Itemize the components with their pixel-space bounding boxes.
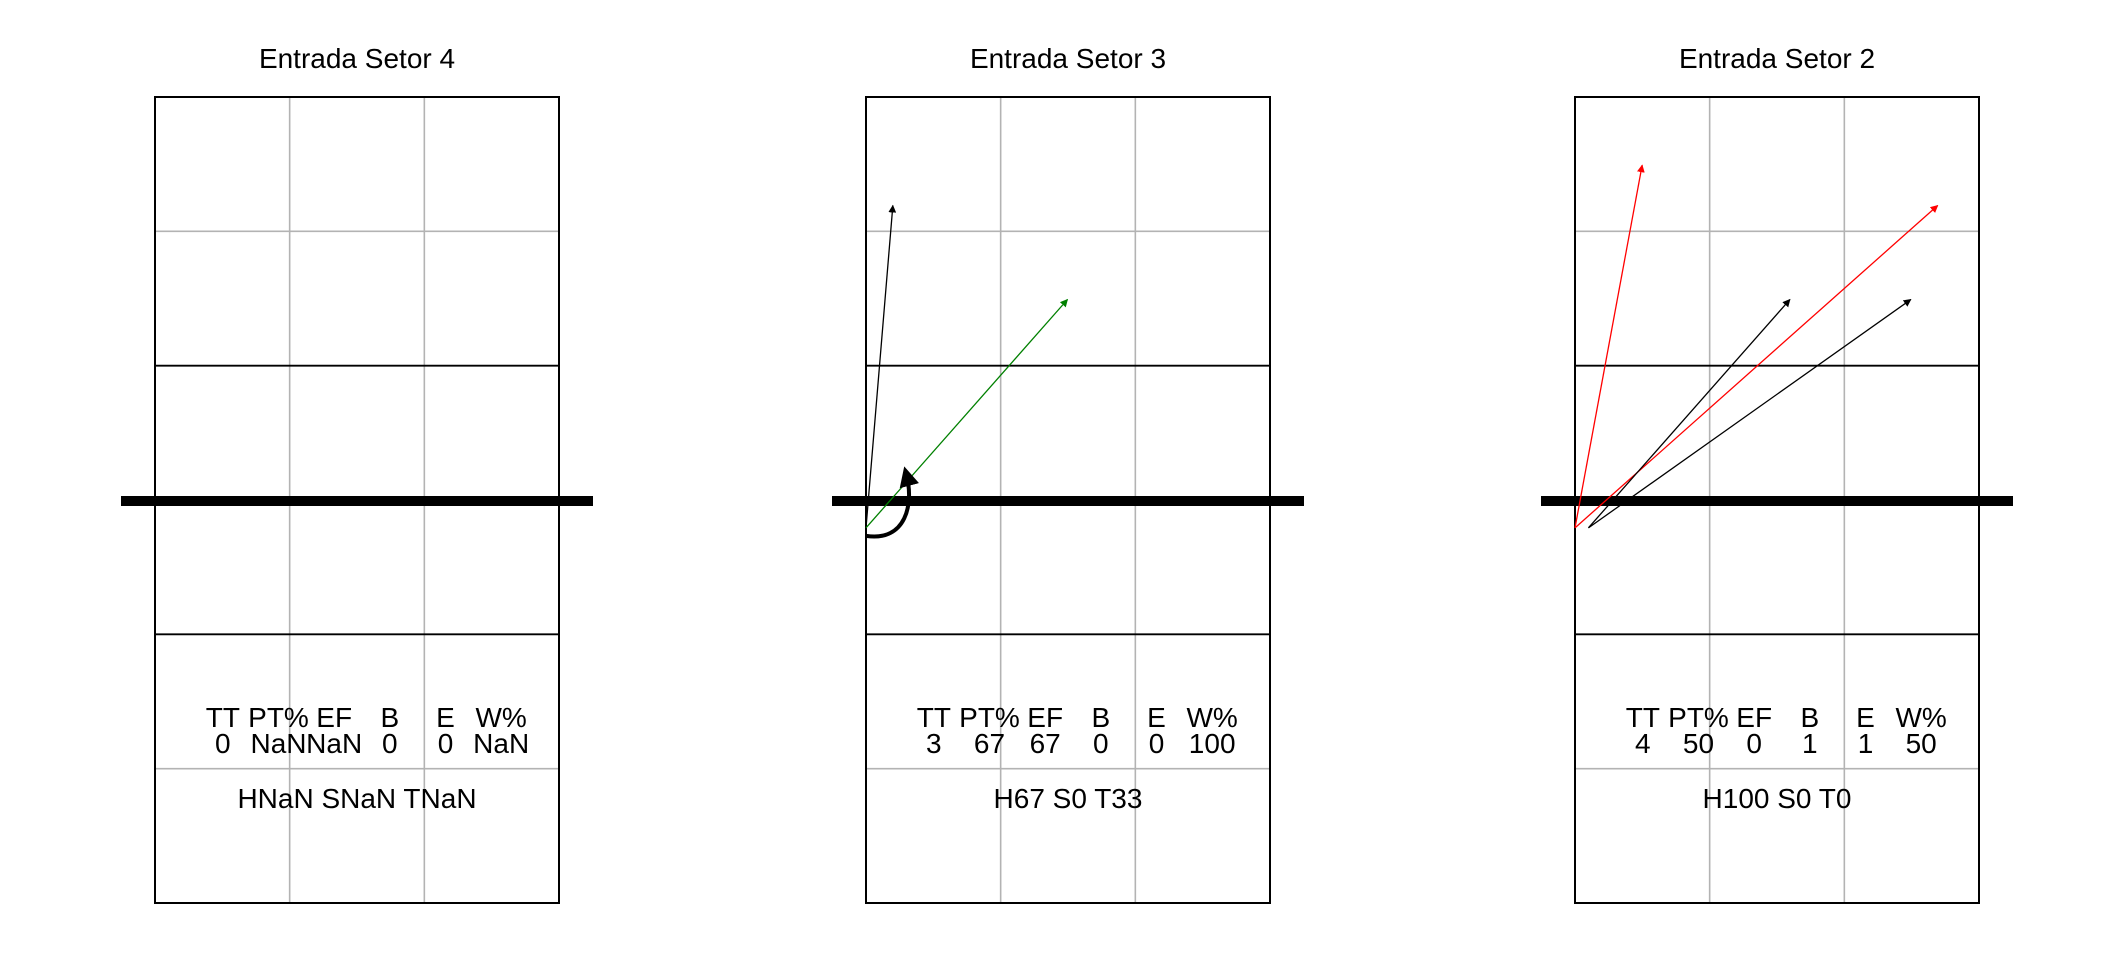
stats-value-cell: 50: [1906, 728, 1937, 759]
chart-title: Entrada Setor 2: [1679, 43, 1875, 74]
stats-value-cell: 0: [438, 728, 454, 759]
stats-value-cell: 3: [926, 728, 942, 759]
stats-header-cell: PT%: [1668, 702, 1729, 733]
stats-value-cell: 67: [974, 728, 1005, 759]
stats-value-cell: NaN: [306, 728, 362, 759]
stats-header-cell: PT%: [959, 702, 1020, 733]
stats-value-cell: 0: [215, 728, 231, 759]
stats-header-cell: E: [436, 702, 455, 733]
stats-value-cell: 4: [1635, 728, 1651, 759]
stats-value-cell: 100: [1189, 728, 1236, 759]
stats-header-cell: EF: [316, 702, 352, 733]
stats-header-cell: W%: [1187, 702, 1238, 733]
chart-title: Entrada Setor 3: [970, 43, 1166, 74]
stats-value-cell: 0: [1149, 728, 1165, 759]
stats-value-cell: NaN: [473, 728, 529, 759]
attack-arrow: [865, 298, 1069, 529]
stats-value-cell: 67: [1030, 728, 1061, 759]
stats-header-cell: E: [1147, 702, 1166, 733]
chart-title: Entrada Setor 4: [259, 43, 455, 74]
stats-header-cell: E: [1856, 702, 1875, 733]
stats-header-cell: TT: [206, 702, 240, 733]
footer-text: H67 S0 T33: [994, 783, 1143, 814]
court-panel: Entrada Setor 3 TT PT%EF B E W% 3 67 67 0 0 100H67 …: [832, 43, 1304, 904]
stats-value-cell: 0: [1746, 728, 1762, 759]
attack-arrow: [1587, 298, 1791, 529]
stats-header-cell: EF: [1027, 702, 1063, 733]
footer-text: HNaN SNaN TNaN: [237, 783, 476, 814]
attack-arrow: [1574, 204, 1939, 529]
stats-value-cell: 1: [1858, 728, 1874, 759]
stats-header-cell: PT%: [248, 702, 309, 733]
stats-header-cell: B: [1800, 702, 1819, 733]
stats-value-cell: 0: [1093, 728, 1109, 759]
stats-header-cell: TT: [917, 702, 951, 733]
stats-header-cell: B: [1091, 702, 1110, 733]
attack-arrow: [1574, 164, 1645, 528]
stats-header-cell: B: [380, 702, 399, 733]
stats-header-cell: W%: [1896, 702, 1947, 733]
stats-value-cell: 1: [1802, 728, 1818, 759]
attack-arrow: [865, 204, 897, 528]
footer-text: H100 S0 T0: [1703, 783, 1852, 814]
stats-value-cell: 50: [1683, 728, 1714, 759]
stats-header-cell: TT: [1626, 702, 1660, 733]
stats-header-cell: W%: [476, 702, 527, 733]
stats-value-cell: 0: [382, 728, 398, 759]
stats-value-cell: NaN: [250, 728, 306, 759]
attack-arrow: [1588, 298, 1912, 529]
stats-header-cell: EF: [1736, 702, 1772, 733]
block-arrow: [865, 466, 920, 539]
